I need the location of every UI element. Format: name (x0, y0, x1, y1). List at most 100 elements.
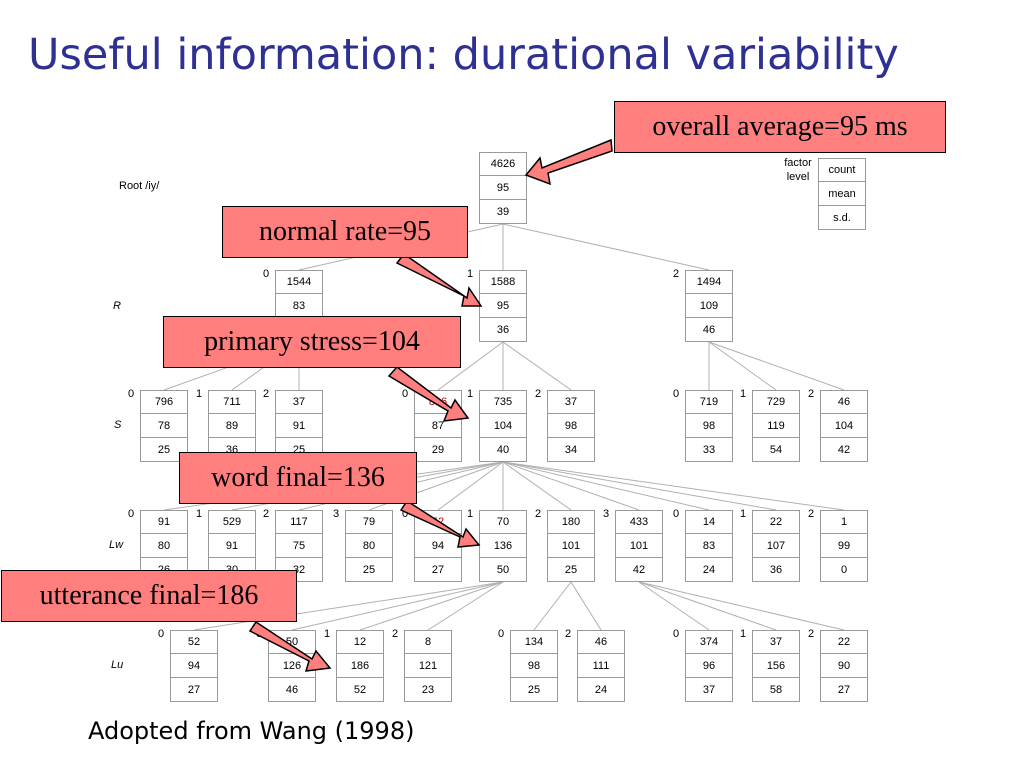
legend-sd: s.d. (818, 206, 866, 230)
node-mean: 96 (685, 654, 733, 678)
node-count: 46 (820, 390, 868, 414)
node-count: 374 (685, 630, 733, 654)
node-mean: 98 (685, 414, 733, 438)
node-count: 22 (820, 630, 868, 654)
node-mean: 80 (345, 534, 393, 558)
node-count: 117 (275, 510, 323, 534)
node-sd: 24 (685, 558, 733, 582)
tree-edge (359, 581, 504, 631)
tree-edge (638, 581, 845, 631)
branch-index: 0 (402, 388, 409, 400)
node-mean: 91 (208, 534, 256, 558)
node-mean: 99 (820, 534, 868, 558)
node-mean: 111 (577, 654, 625, 678)
source-credit: Adopted from Wang (1998) (88, 717, 415, 745)
branch-index: 1 (467, 268, 474, 280)
node-mean: 156 (752, 654, 800, 678)
node-sd: 46 (685, 318, 733, 342)
node-sd: 25 (140, 438, 188, 462)
node-mean: 98 (510, 654, 558, 678)
branch-index: 0 (402, 508, 409, 520)
arrow-rate (395, 252, 483, 307)
arrow-utt (248, 620, 332, 672)
node-mean: 80 (140, 534, 188, 558)
node-sd: 36 (479, 318, 527, 342)
tree-edge (708, 341, 845, 391)
branch-index: 1 (196, 508, 203, 520)
tree-edge (502, 461, 710, 511)
node-count: 70 (479, 510, 527, 534)
branch-index: 0 (128, 508, 135, 520)
branch-index: 2 (263, 508, 270, 520)
node-mean: 87 (414, 414, 462, 438)
arrow-final (399, 499, 481, 548)
node-mean: 90 (820, 654, 868, 678)
branch-index: 2 (565, 628, 572, 640)
node-mean: 91 (275, 414, 323, 438)
node-sd: 36 (752, 558, 800, 582)
node-count: 134 (510, 630, 558, 654)
node-count: 529 (208, 510, 256, 534)
node-sd: 27 (820, 678, 868, 702)
tree-edge (193, 581, 504, 631)
tree-edge (570, 581, 602, 631)
branch-index: 0 (158, 628, 165, 640)
branch-index: 1 (324, 628, 331, 640)
tree-edge (533, 581, 572, 631)
branch-index: 2 (808, 508, 815, 520)
node-sd: 27 (170, 678, 218, 702)
tree-edge (502, 461, 845, 511)
legend-count: count (818, 158, 866, 182)
branch-index: 1 (740, 508, 747, 520)
node-sd: 58 (752, 678, 800, 702)
branch-index: 1 (196, 388, 203, 400)
node-count: 8 (404, 630, 452, 654)
node-count: 711 (208, 390, 256, 414)
node-mean: 83 (685, 534, 733, 558)
branch-index: 0 (263, 268, 270, 280)
node-sd: 46 (268, 678, 316, 702)
node-mean: 98 (547, 414, 595, 438)
node-count: 22 (752, 510, 800, 534)
node-mean: 94 (170, 654, 218, 678)
node-sd: 24 (577, 678, 625, 702)
callout-normal-rate: normal rate=95 (222, 206, 468, 258)
node-mean: 78 (140, 414, 188, 438)
level-label-lu: Lu (111, 659, 124, 671)
legend-box: count mean s.d. (818, 158, 866, 230)
node-count: 52 (170, 630, 218, 654)
node-count: 729 (752, 390, 800, 414)
node-sd: 37 (685, 678, 733, 702)
branch-index: 3 (333, 508, 340, 520)
arrow-stress (387, 365, 470, 422)
node-count: 14 (685, 510, 733, 534)
node-count: 37 (752, 630, 800, 654)
node-count: 37 (547, 390, 595, 414)
branch-index: 0 (673, 628, 680, 640)
branch-index: 0 (673, 388, 680, 400)
level-label-root: Root /iy/ (119, 180, 160, 192)
level-label-lw: Lw (109, 539, 124, 551)
node-sd: 25 (547, 558, 595, 582)
branch-index: 3 (603, 508, 610, 520)
node-mean: 101 (547, 534, 595, 558)
branch-index: 1 (467, 388, 474, 400)
tree-edge (638, 581, 777, 631)
node-sd: 29 (414, 438, 462, 462)
node-count: 91 (140, 510, 188, 534)
node-count: 180 (547, 510, 595, 534)
branch-index: 2 (673, 268, 680, 280)
branch-index: 1 (740, 388, 747, 400)
node-mean: 136 (479, 534, 527, 558)
